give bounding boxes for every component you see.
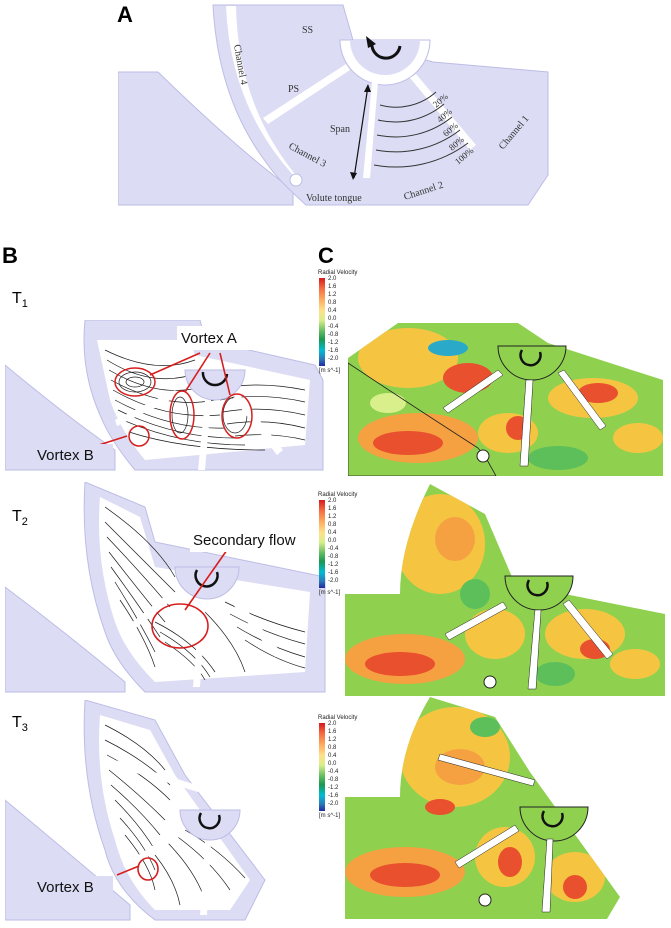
contour-plot-t3 bbox=[345, 697, 620, 919]
span-arrow bbox=[353, 85, 369, 179]
annotation-vortex-b-t1: Vortex B bbox=[37, 447, 94, 464]
annotation-vortex-b-t3: Vortex B bbox=[37, 879, 94, 896]
time-label-t1: T1 bbox=[12, 290, 28, 311]
tongue-tip bbox=[289, 173, 303, 187]
time-label-t3: T3 bbox=[12, 714, 28, 735]
label-ss: SS bbox=[302, 25, 313, 36]
streamlines bbox=[104, 349, 306, 451]
rotation-arrow bbox=[370, 41, 402, 60]
volute-wall bbox=[226, 6, 300, 180]
contour-plot-t2 bbox=[345, 484, 665, 696]
contour-plot-t1 bbox=[348, 323, 663, 476]
vortex-markers bbox=[114, 367, 253, 447]
vortex-b-marker-t3 bbox=[137, 857, 159, 881]
streamline-region bbox=[97, 340, 310, 460]
panel-c-letter: C bbox=[318, 243, 334, 268]
blade-2 bbox=[363, 82, 378, 178]
span-arcs bbox=[373, 91, 469, 168]
panel-a-letter: A bbox=[117, 2, 133, 27]
legend-unit: [m s^-1] bbox=[319, 368, 341, 374]
streamlines bbox=[104, 506, 306, 681]
secondary-flow-marker bbox=[151, 603, 209, 649]
annotation-vortex-a: Vortex A bbox=[181, 330, 237, 347]
panel-a-diagram: SS PS Channel 4 Span Channel 3 Volute to… bbox=[118, 4, 549, 206]
panel-b-letter: B bbox=[2, 243, 18, 268]
time-label-t2: T2 bbox=[12, 508, 28, 529]
legend-colorbar bbox=[319, 278, 325, 366]
annotation-secondary-flow: Secondary flow bbox=[193, 532, 296, 549]
streamline-plot-t3: Vortex B bbox=[5, 700, 266, 921]
label-ps: PS bbox=[288, 84, 299, 95]
rotation-arrowhead bbox=[366, 36, 376, 48]
label-volute-tongue: Volute tongue bbox=[306, 193, 362, 204]
streamline-plot-t1: Vortex A Vortex B bbox=[5, 320, 324, 471]
streamline-plot-t2: Secondary flow bbox=[5, 482, 326, 693]
label-span: Span bbox=[330, 124, 350, 135]
blade-1 bbox=[263, 64, 350, 124]
legend-title: Radial Velocity bbox=[318, 270, 358, 276]
